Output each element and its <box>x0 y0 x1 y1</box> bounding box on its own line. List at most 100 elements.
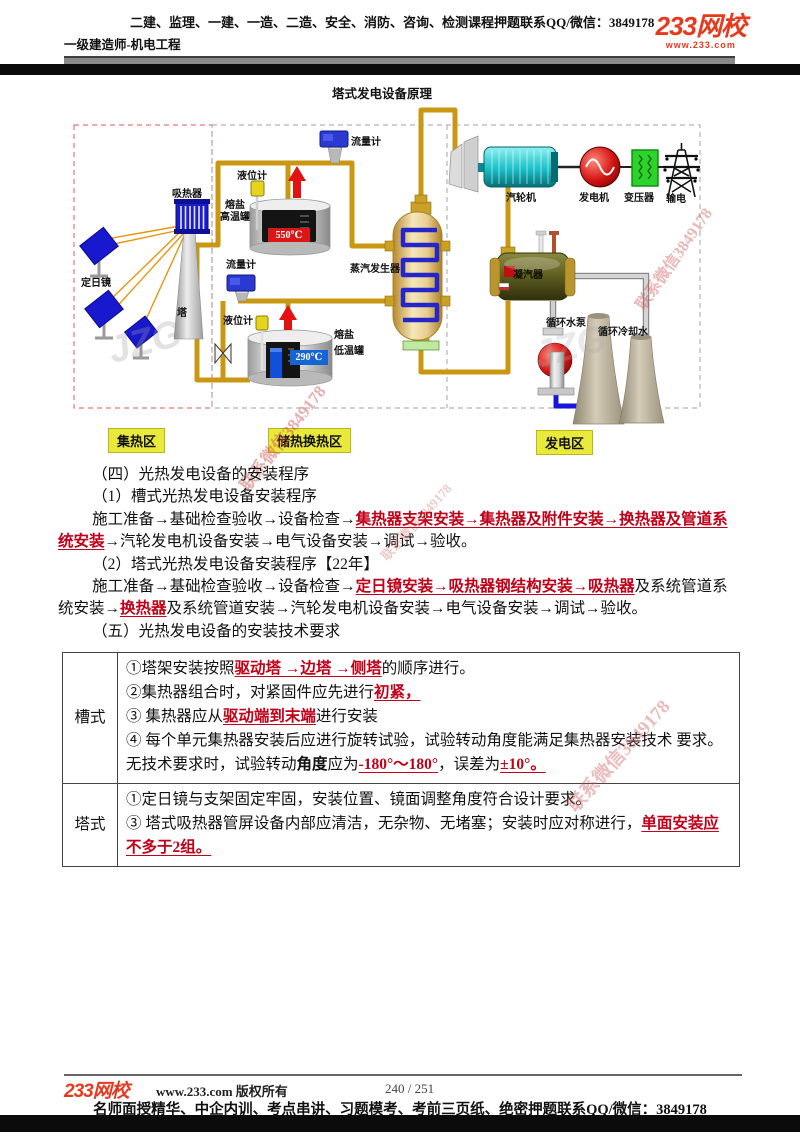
level-gauge-high-label: 液位计 <box>237 171 267 182</box>
trough-item2: ②集热器组合时，对紧固件应先进行初紧， <box>126 681 731 705</box>
zone-power-label: 发电区 <box>536 430 594 455</box>
tower-label: 塔 <box>177 308 187 319</box>
t2a: ②集热器组合时，对紧固件应先进行 <box>126 684 375 701</box>
transmission-tower-icon <box>663 143 700 198</box>
flow2-red2: 换热器 <box>120 600 167 618</box>
trough-item3: ③ 集热器应从驱动端到末端进行安装 <box>126 705 731 729</box>
brand-logo-text: 233网校 <box>655 11 747 41</box>
bottom-black-bar <box>0 1115 800 1132</box>
t4c: 应为 <box>327 756 359 773</box>
generator-label: 发电机 <box>579 193 609 204</box>
brand-logo-url: www.233.com <box>665 40 736 50</box>
zone-storage-label: 储热换热区 <box>268 428 352 453</box>
condenser-icon <box>489 230 576 301</box>
footer-copyright: www.233.com 版权所有 <box>156 1081 288 1100</box>
flow2-black2: 及系统管道系统安装→ <box>58 578 728 618</box>
requirements-table: 槽式 ①塔架安装按照驱动塔 →边塔 →侧塔的顺序进行。 ②集热器组合时，对紧固件… <box>62 652 740 867</box>
steam-generator-icon <box>384 194 451 351</box>
valve-icon <box>214 342 232 365</box>
up-arrow-hot <box>288 166 306 198</box>
generator-icon <box>579 146 621 188</box>
diagram-graphic <box>73 107 701 425</box>
header-course-line: 一级建造师-机电工程 <box>64 38 181 52</box>
section4-1-title: （1）槽式光热发电设备安装程序 <box>92 488 317 506</box>
row-tower-content: ①定日镜与支架固定牢固，安装位置、镜面调整角度符合设计要求。 ③ 塔式吸热器管屏… <box>117 783 740 867</box>
flow1-black2: →汽轮发电机设备安装→电气设备安装→调试→验收。 <box>104 533 477 551</box>
level-gauge-low-label: 液位计 <box>223 316 253 327</box>
section4-title: （四）光热发电设备的安装程序 <box>92 466 310 483</box>
up-arrow-cold <box>279 305 297 330</box>
t4d: -180°～180° <box>358 756 439 773</box>
brand-logo: 233网校 www.233.com <box>655 11 747 50</box>
footer-logo: 233网校 <box>64 1081 130 1102</box>
t3a: ③ 集热器应从 <box>126 708 223 725</box>
t4f: ±10°。 <box>500 756 546 773</box>
flow-meter-top-icon <box>319 130 349 164</box>
header-contact-line: 二建、监理、一建、一造、二造、安全、消防、咨询、检测课程押题联系QQ/微信：38… <box>130 15 655 30</box>
cold-salt-tank-icon <box>247 315 333 387</box>
tower-item1: ①定日镜与支架固定牢固，安装位置、镜面调整角度符合设计要求。 <box>126 791 592 808</box>
footer-divider <box>64 1074 742 1076</box>
diagram-title: 塔式发电设备原理 <box>332 87 433 101</box>
bottom-banner-text: 名师面授精华、中企内训、考点串讲、习题模考、考前三页纸、绝密押题联系QQ/微信：… <box>93 1102 707 1118</box>
heliostat-icons <box>79 226 159 360</box>
trough-item4: ④ 每个单元集热器安装后应进行旋转试验，试验转动角度能满足集热器安装技术 要求。… <box>126 729 731 777</box>
top-black-bar <box>0 64 800 75</box>
transformer-icon <box>631 149 659 187</box>
footer-rights: 版权所有 <box>235 1084 288 1099</box>
flow2-black3: 及系统管道安装→汽轮发电机设备安装→电气设备安装→调试→验收。 <box>166 600 648 618</box>
cooling-pipes <box>549 272 650 342</box>
table-row-tower: 塔式 ①定日镜与支架固定牢固，安装位置、镜面调整角度符合设计要求。 ③ 塔式吸热… <box>62 783 740 867</box>
zone-collect-label: 集热区 <box>108 428 166 453</box>
flow-meter-mid-label: 流量计 <box>226 260 256 271</box>
section5-title: （五）光热发电设备的安装技术要求 <box>92 622 341 640</box>
page-edge-bar <box>64 56 735 65</box>
transformer-label: 变压器 <box>624 193 654 204</box>
t1a: ①塔架安装按照 <box>126 660 235 677</box>
t3c: 进行安装 <box>315 708 378 725</box>
row-tower-header: 塔式 <box>62 783 118 867</box>
footer-url: www.233.com <box>156 1084 233 1099</box>
table-row-trough: 槽式 ①塔架安装按照驱动塔 →边塔 →侧塔的顺序进行。 ②集热器组合时，对紧固件… <box>62 652 740 784</box>
t1c: 的顺序进行。 <box>381 660 475 677</box>
row-trough-header: 槽式 <box>62 652 118 784</box>
heliostat-label: 定日镜 <box>81 278 111 289</box>
flow2-red1: 定日镜安装→吸热器钢结构安装→吸热器 <box>355 578 635 596</box>
t4e: ，误差为 <box>438 756 501 773</box>
trough-procedure-flow: 施工准备→基础检查验收→设备检查→集热器支架安装→集热器及附件安装→换热器及管道… <box>58 509 742 554</box>
t5b: 单面安装应不多于2组。 <box>126 815 719 856</box>
cold-salt-line2: 低温罐 <box>334 346 364 357</box>
sun-rays <box>94 225 185 327</box>
trough-item1: ①塔架安装按照驱动塔 →边塔 →侧塔的顺序进行。 <box>126 657 731 681</box>
t4b: 角度 <box>296 756 328 773</box>
t1b: 驱动塔 →边塔 →侧塔 <box>234 660 382 677</box>
tower-csp-diagram: 塔式发电设备原理 吸热器 定日镜 塔 液位计 熔盐 高温罐 550℃ 流量计 流… <box>0 80 800 494</box>
flow-meter-mid-icon <box>226 274 256 302</box>
transmission-label: 输电 <box>666 194 686 205</box>
turbine-label: 汽轮机 <box>506 193 536 204</box>
flow-meter-top-label: 流量计 <box>351 137 381 148</box>
pump-label: 循环水泵 <box>546 318 586 329</box>
t4a: ④ 每个单元集热器安装后应进行旋转试验，试验转动角度能满足集热器安装技术 要求。… <box>126 732 723 773</box>
steam-turbine-icon <box>448 135 558 193</box>
cold-salt-line1: 熔盐 <box>334 330 354 341</box>
circulating-pump-icon <box>537 327 575 396</box>
flow1-red1: 集热器支架安装→集热器及附件安装→换热器及管道系统安装 <box>58 510 728 551</box>
tower-procedure-flow: 施工准备→基础检查验收→设备检查→定日镜安装→吸热器钢结构安装→吸热器及系统管道… <box>58 576 742 621</box>
cooling-tower-icons <box>572 313 665 425</box>
steam-generator-label: 蒸汽发生器 <box>350 264 400 275</box>
t5a: ③ 塔式吸热器管屏设备内部应清洁，无杂物、无堵塞；安装时应对称进行， <box>126 815 642 832</box>
cold-salt-tank-label: 熔盐 低温罐 <box>334 330 378 358</box>
temp-high-badge: 550℃ <box>275 230 303 241</box>
t3b: 驱动端到末端 <box>222 708 316 725</box>
hot-salt-line1: 熔盐 <box>225 200 245 211</box>
section4-2-title: （2）塔式光热发电设备安装程序【22年】 <box>92 555 379 573</box>
flow1-black1: 施工准备→基础检查验收→设备检查→ <box>92 510 356 528</box>
page-number: 240 / 251 <box>385 1081 435 1096</box>
hot-salt-line2: 高温罐 <box>220 212 250 223</box>
hot-salt-tank-label: 熔盐 高温罐 <box>213 200 257 224</box>
absorber-label: 吸热器 <box>172 189 202 200</box>
tower-item3: ③ 塔式吸热器管屏设备内部应清洁，无杂物、无堵塞；安装时应对称进行，单面安装应不… <box>126 812 731 860</box>
flow2-black1: 施工准备→基础检查验收→设备检查→ <box>92 578 356 596</box>
